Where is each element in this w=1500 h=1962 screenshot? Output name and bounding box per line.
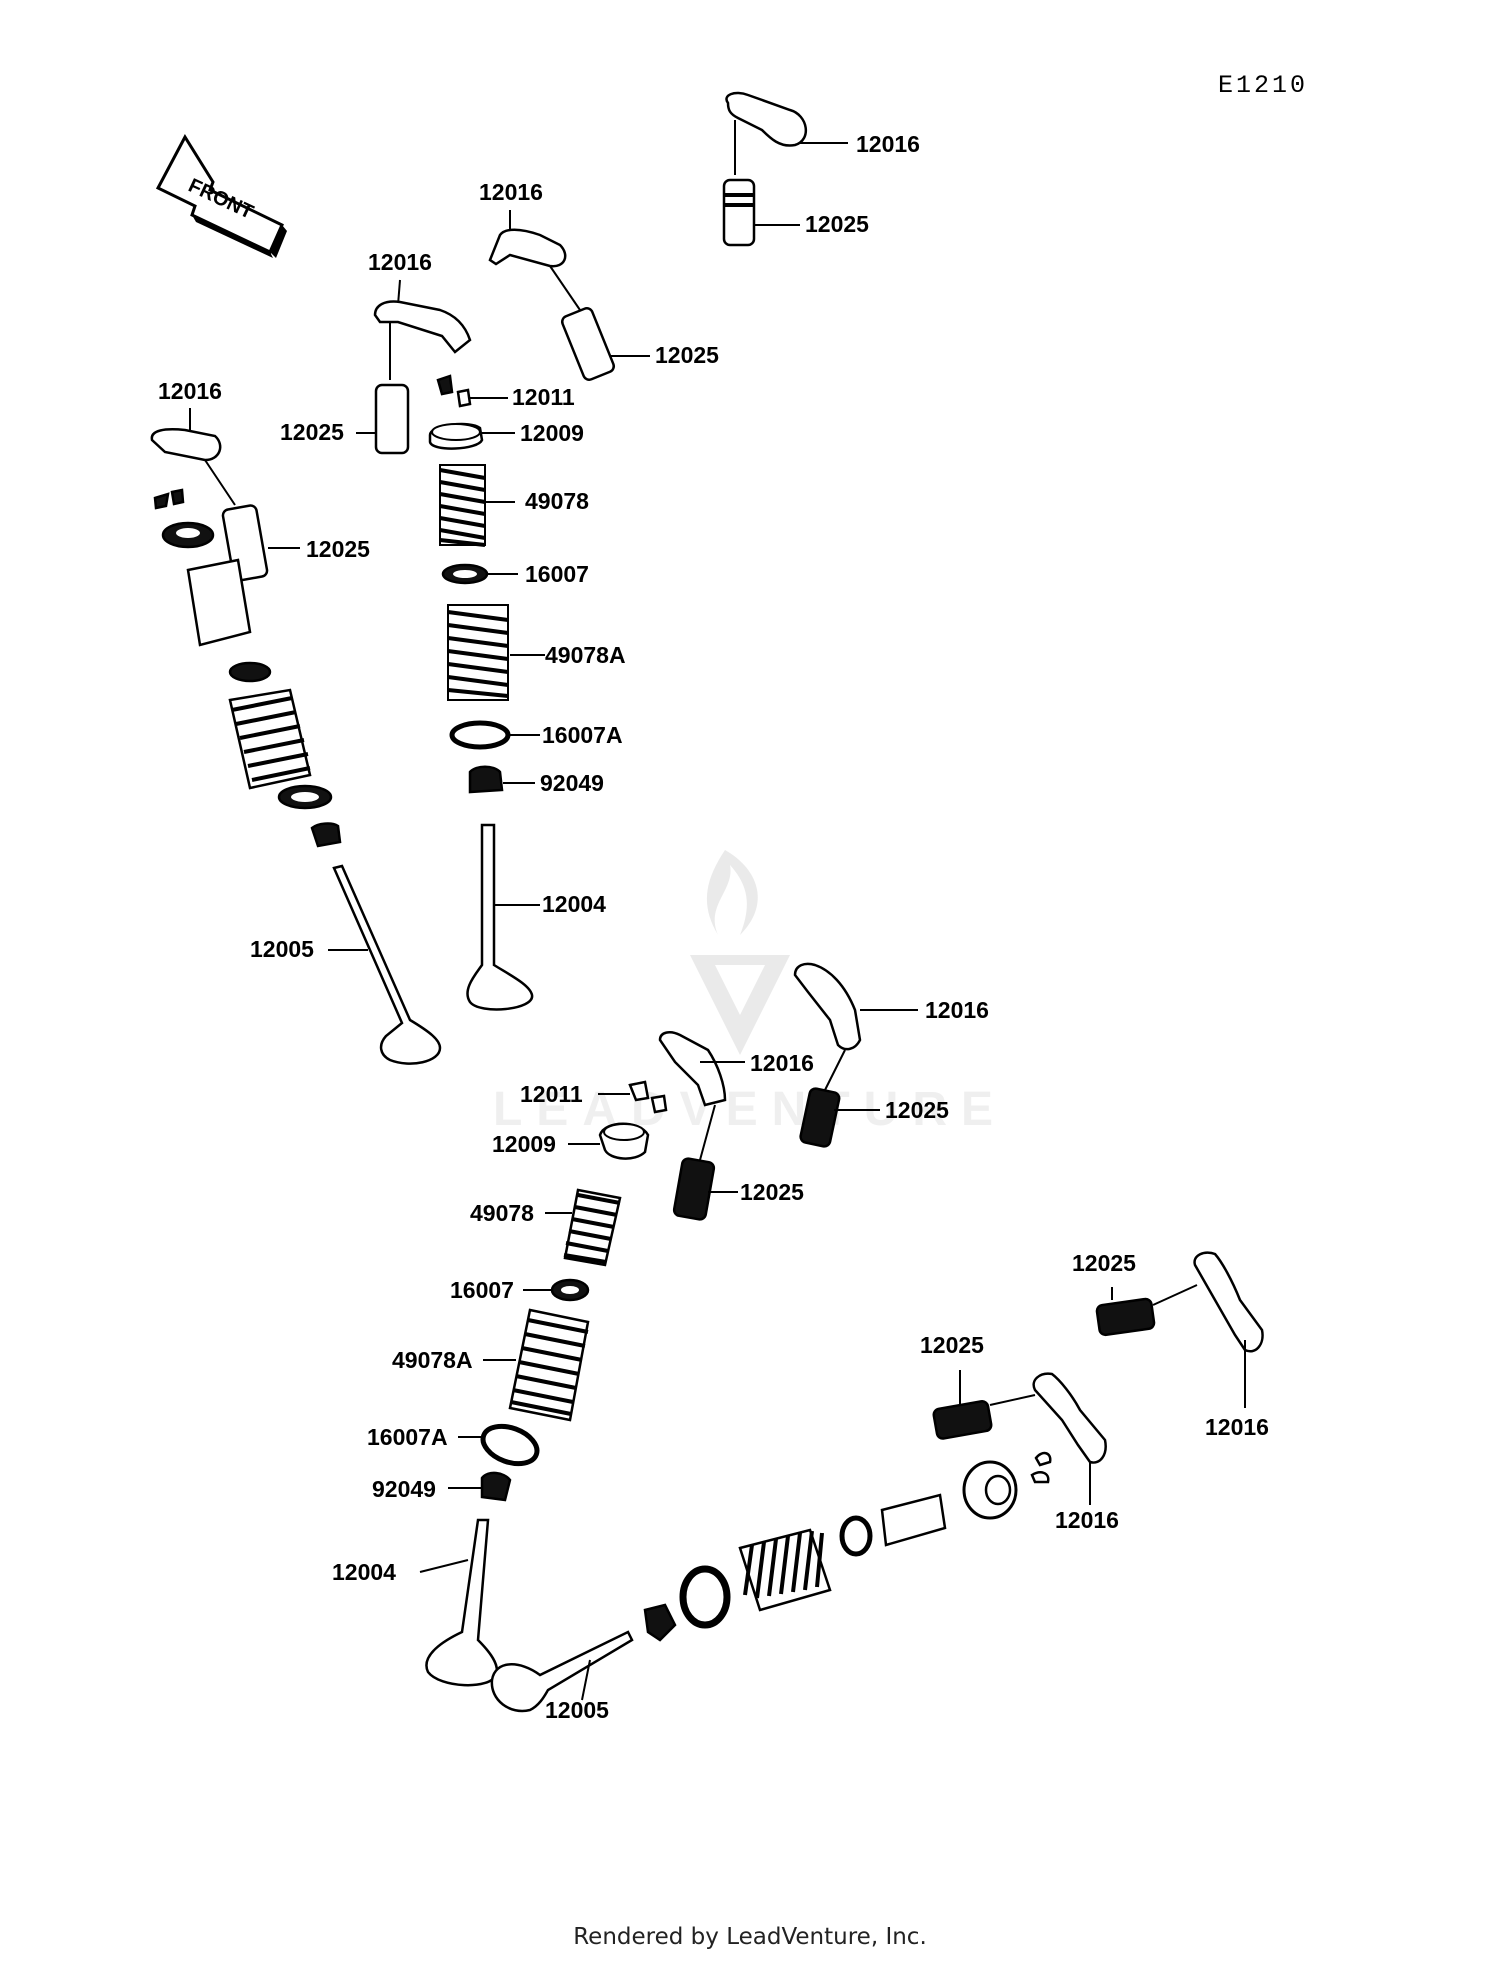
part-label: 12016	[158, 378, 222, 404]
part-label: 16007	[525, 561, 589, 587]
lifter-part: 12025	[280, 383, 410, 455]
retainer-part: 12009	[428, 420, 584, 450]
rocker-arm-part	[1193, 1251, 1264, 1353]
valve-part: 12004	[466, 823, 606, 1011]
part-label: 12016	[479, 179, 543, 205]
lifter-part: 12025	[672, 1157, 804, 1221]
rocker-arm-part	[373, 300, 472, 354]
part-label: 12004	[542, 891, 606, 917]
part-label: 12025	[280, 419, 344, 445]
spring-seat-part: 16007A	[367, 1423, 540, 1467]
footer-credit: Rendered by LeadVenture, Inc.	[573, 1924, 927, 1950]
part-label: 12025	[306, 536, 370, 562]
part-label: 12009	[520, 420, 584, 446]
spring-part	[186, 558, 252, 647]
part-label: 12004	[332, 1559, 396, 1585]
spring-part: 49078	[470, 1188, 622, 1267]
lifter-part: 12025	[920, 1332, 993, 1440]
part-label: 12025	[740, 1179, 804, 1205]
part-label: 12009	[492, 1131, 556, 1157]
valve-part: 12005	[490, 1630, 634, 1723]
part-label: 12005	[545, 1697, 609, 1723]
spring-seat-part: 16007	[441, 561, 589, 587]
spring-seat-part	[679, 1565, 731, 1629]
rocker-arm-part: 12016	[725, 91, 920, 175]
spring-part	[738, 1528, 832, 1612]
rocker-arm-part: 12016	[793, 962, 989, 1051]
part-label: 12025	[920, 1332, 984, 1358]
lifter-part: 12025	[1072, 1250, 1156, 1337]
spring-seat-part	[228, 661, 272, 683]
part-label: 16007A	[542, 722, 623, 748]
valve-part: 12004	[332, 1518, 499, 1687]
lifter-part: 12025	[560, 307, 719, 381]
part-label: 12016	[856, 131, 920, 157]
part-label: 12016	[925, 997, 989, 1023]
lifter-part: 12025	[722, 178, 869, 247]
spring-part	[880, 1493, 947, 1547]
part-label: 16007A	[367, 1424, 448, 1450]
part-label: 12016	[750, 1050, 814, 1076]
spring-seat-part	[839, 1515, 873, 1557]
part-label: 49078	[470, 1200, 534, 1226]
part-label: 12005	[250, 936, 314, 962]
collet-part	[1030, 1451, 1052, 1484]
spring-part	[228, 688, 312, 790]
lifter-part: 12025	[221, 504, 370, 582]
valve-seal-part: 92049	[372, 1471, 512, 1502]
watermark-text: LEADVENTURE	[493, 1083, 1007, 1136]
part-label: 12025	[1072, 1250, 1136, 1276]
collet-part: 12011	[436, 374, 575, 410]
spring-part: 49078	[439, 464, 589, 547]
front-arrow-icon: FRONT	[155, 133, 287, 258]
spring-part: 49078A	[392, 1308, 590, 1422]
rocker-arm-part: 12016	[658, 1031, 814, 1107]
collet-part: 12011	[520, 1080, 668, 1114]
watermark-logo: LEADVENTURE	[493, 850, 1007, 1136]
diagram-code: E1210	[1218, 71, 1308, 100]
part-label: 12016	[1055, 1507, 1119, 1533]
retainer-part: 12009	[492, 1122, 650, 1160]
rocker-arm-part	[488, 228, 567, 268]
collet-part	[153, 488, 185, 510]
part-label: 12016	[368, 249, 432, 275]
part-label: 12011	[520, 1081, 583, 1107]
part-label: 12025	[805, 211, 869, 237]
rocker-arm-part	[150, 428, 222, 462]
part-label: 12025	[885, 1097, 949, 1123]
retainer-part	[161, 521, 215, 549]
spring-seat-part: 16007A	[449, 720, 623, 750]
part-label: 12011	[512, 384, 575, 410]
lifter-part: 12025	[799, 1087, 949, 1148]
part-label: 16007	[450, 1277, 514, 1303]
valve-seal-part	[643, 1603, 677, 1642]
retainer-part	[962, 1460, 1018, 1520]
part-label: 12025	[655, 342, 719, 368]
valve-seal-part	[310, 822, 342, 848]
part-label: 92049	[540, 770, 604, 796]
spring-seat-part: 16007	[450, 1277, 590, 1303]
part-label: 49078A	[392, 1347, 473, 1373]
rocker-arm-part	[1032, 1372, 1107, 1464]
part-label: 92049	[372, 1476, 436, 1502]
part-label: 49078	[525, 488, 589, 514]
valve-seal-part: 92049	[468, 765, 604, 796]
part-label: 49078A	[545, 642, 626, 668]
part-label: 12016	[1205, 1414, 1269, 1440]
valve-part: 12005	[250, 864, 442, 1065]
spring-part: 49078A	[447, 604, 626, 701]
